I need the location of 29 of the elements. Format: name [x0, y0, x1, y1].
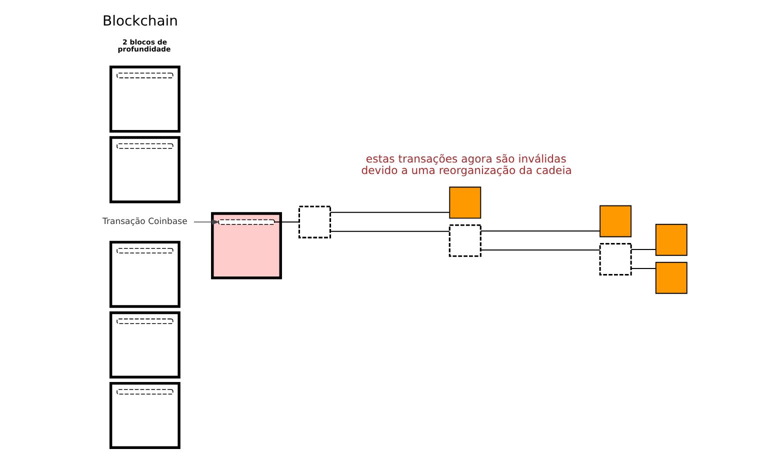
node-box	[598, 242, 632, 276]
node-bar	[218, 219, 274, 225]
cluster	[108, 240, 180, 308]
connector	[330, 212, 449, 213]
node-box	[298, 206, 331, 238]
connector	[274, 222, 299, 223]
node-bar	[116, 389, 173, 395]
node-bar	[116, 248, 173, 254]
label: estas transações agora são inválidas devido a uma reorganização da cadeia	[360, 152, 572, 178]
node-box	[654, 224, 687, 256]
node-box	[448, 186, 481, 219]
connector	[630, 249, 656, 250]
node-box	[599, 205, 632, 238]
node-box	[654, 262, 687, 294]
node-bar	[116, 143, 173, 149]
arrow	[193, 219, 220, 225]
node-bar	[116, 72, 173, 78]
connector	[480, 230, 600, 232]
node-text: Transação Coinbase	[102, 217, 187, 228]
diagram-title: Blockchain	[102, 13, 178, 30]
cluster	[108, 66, 180, 133]
cluster	[108, 136, 180, 204]
node-box	[448, 224, 481, 257]
connector	[630, 268, 656, 270]
connector	[480, 249, 600, 250]
node-bar	[116, 318, 173, 324]
cluster	[108, 311, 180, 378]
connector	[330, 230, 449, 232]
cluster	[108, 382, 180, 450]
